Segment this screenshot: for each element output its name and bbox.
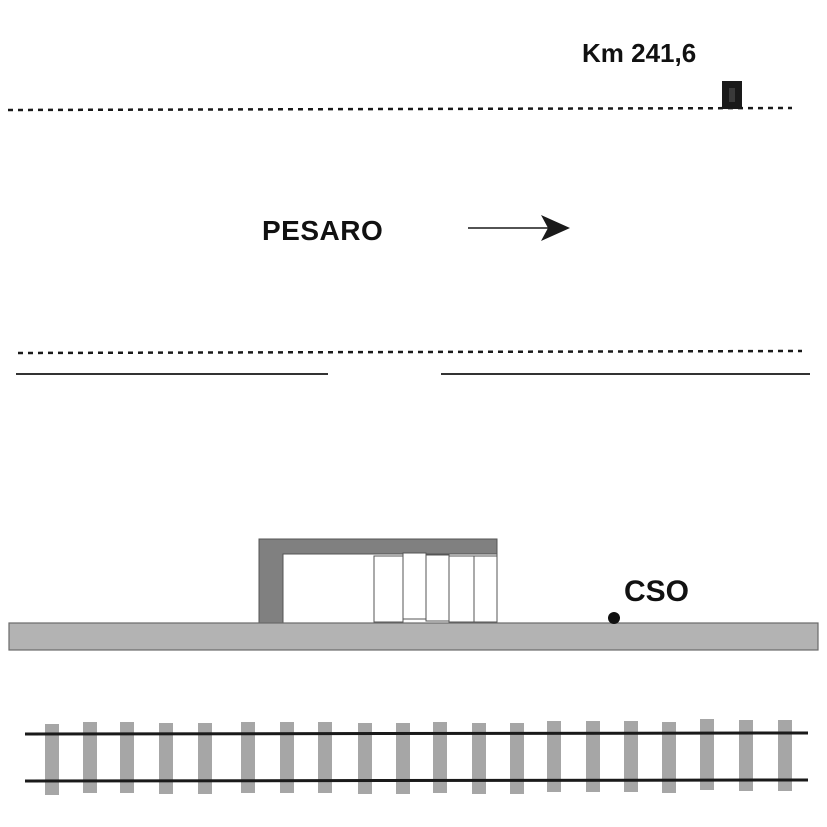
sleeper (83, 722, 97, 793)
platform (8, 622, 819, 651)
cso-dot-marker-icon (608, 612, 620, 624)
sleeper (45, 724, 59, 795)
sleeper (662, 722, 676, 793)
sleeper (241, 722, 255, 793)
sleeper (739, 720, 753, 791)
sleeper (700, 719, 714, 790)
track-sleepers (45, 719, 792, 795)
upper-dotted-line (7, 106, 793, 112)
sleeper (159, 723, 173, 794)
shelter-panels (373, 552, 498, 623)
sleeper (433, 722, 447, 793)
sleeper (318, 722, 332, 793)
sleeper (547, 721, 561, 792)
shelter-panel (373, 555, 404, 623)
sleeper (510, 723, 524, 794)
sleeper (778, 720, 792, 791)
rail-lower (24, 778, 809, 783)
rail-upper (24, 731, 809, 736)
cso-label: CSO (624, 575, 690, 608)
sleeper (280, 722, 294, 793)
sleeper (198, 723, 212, 794)
shelter-panel (425, 554, 450, 622)
sleeper (586, 721, 600, 792)
sleeper (120, 722, 134, 793)
shelter-panel (402, 552, 427, 620)
km-marker-label: Km 241,6 (582, 38, 697, 68)
shelter-panel (473, 555, 498, 623)
sleeper (472, 723, 486, 794)
sleeper (396, 723, 410, 794)
km-marker-signal-detail (729, 88, 735, 102)
arrow-right-icon (541, 215, 570, 241)
sleeper (358, 723, 372, 794)
shelter-panel (448, 555, 475, 623)
sleeper (624, 721, 638, 792)
direction-label: PESARO (262, 215, 384, 246)
middle-dotted-line (17, 349, 803, 355)
